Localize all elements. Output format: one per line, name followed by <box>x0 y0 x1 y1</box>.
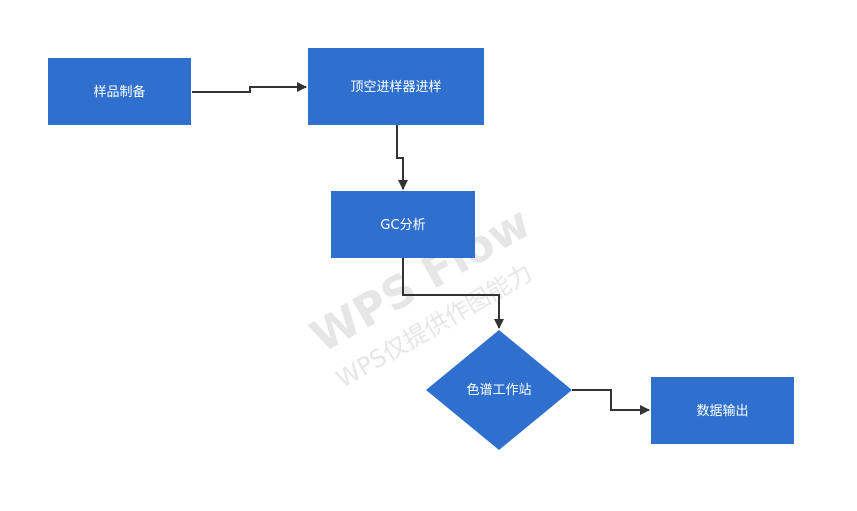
node-headspace-label: 顶空进样器进样 <box>350 80 441 95</box>
node-output[interactable]: 数据输出 <box>651 377 794 444</box>
node-gc[interactable]: GC分析 <box>331 191 475 258</box>
node-sample-prep-label: 样品制备 <box>93 84 145 100</box>
node-workstation[interactable]: 色谱工作站 <box>426 330 572 450</box>
edge-workstation-to-output <box>572 389 650 415</box>
edge-headspace-to-gc <box>396 125 408 190</box>
node-headspace[interactable]: 顶空进样器进样 <box>308 48 484 125</box>
edge-gc-to-workstation <box>402 258 504 329</box>
node-sample-prep[interactable]: 样品制备 <box>48 58 191 125</box>
node-output-label: 数据输出 <box>696 403 748 419</box>
edge-sample-prep-to-headspace <box>192 82 307 93</box>
node-gc-label: GC分析 <box>380 218 425 233</box>
node-workstation-label: 色谱工作站 <box>466 382 531 398</box>
